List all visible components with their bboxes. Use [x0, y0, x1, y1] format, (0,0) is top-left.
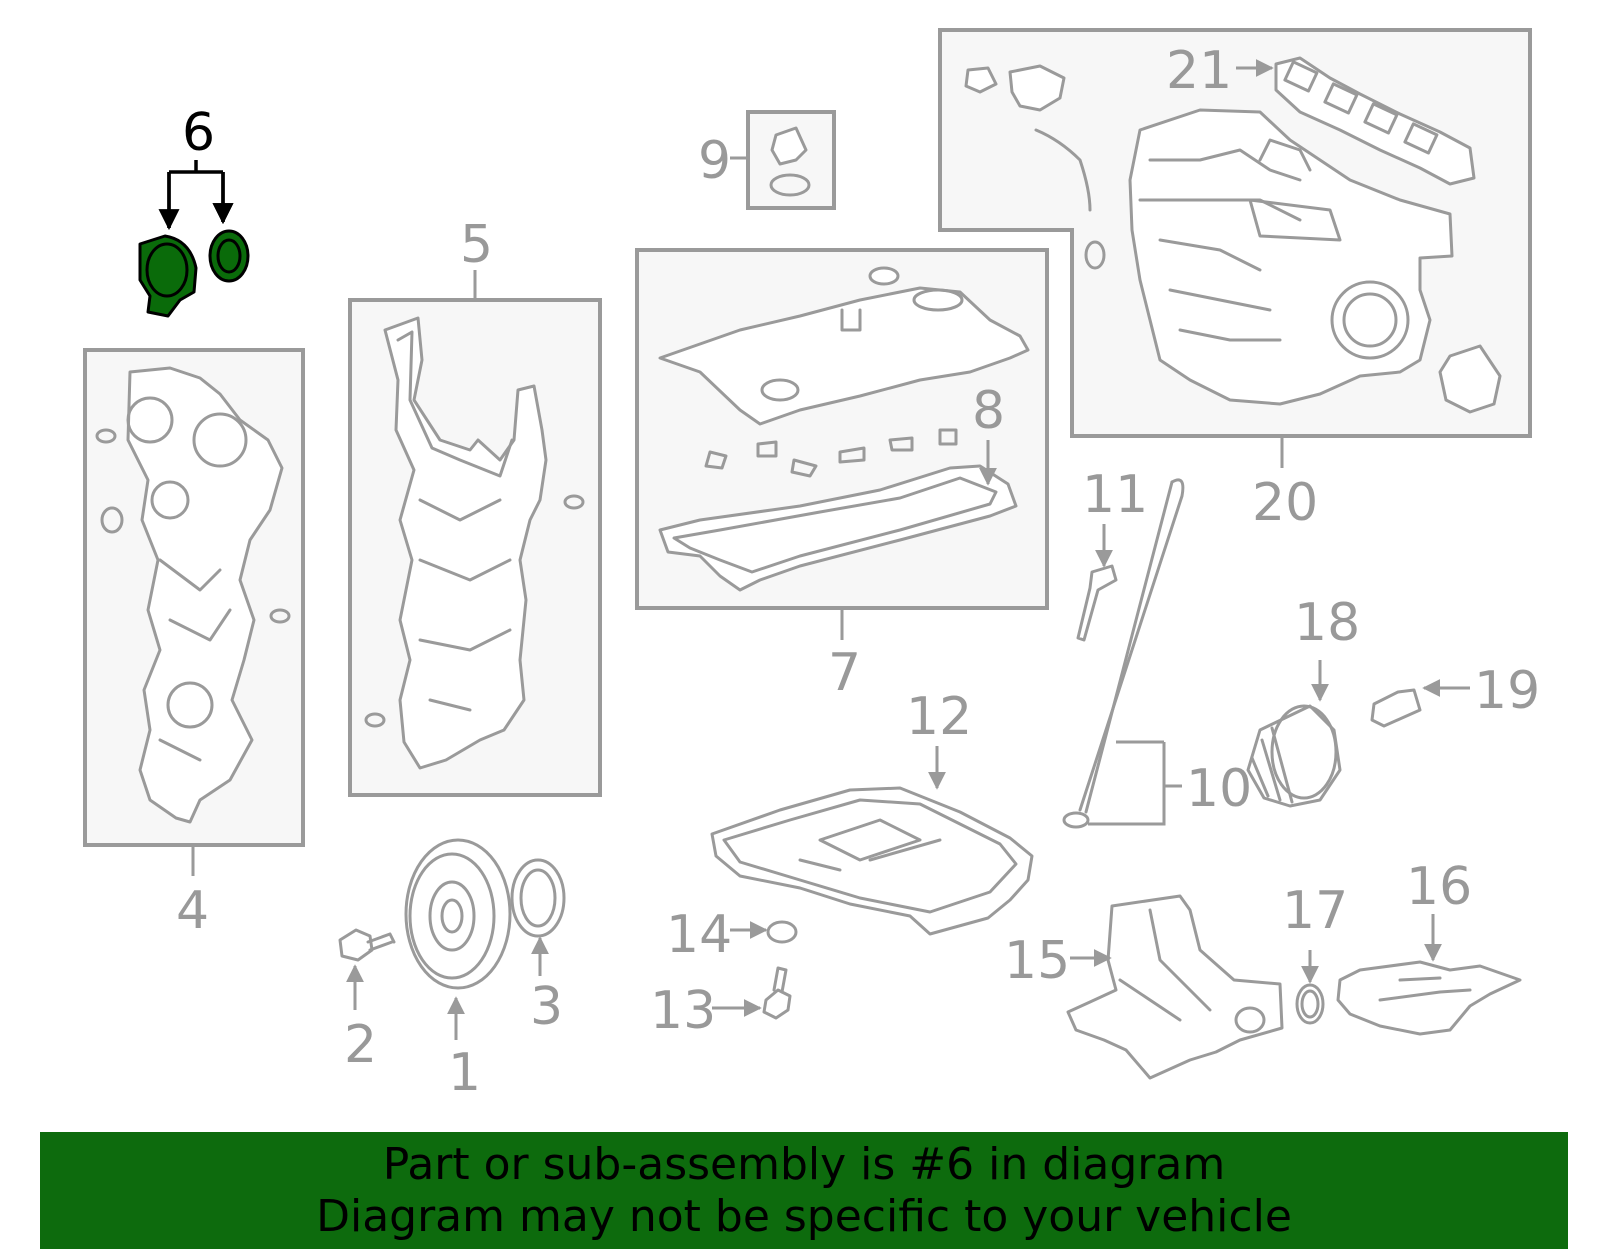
info-banner: Part or sub-assembly is #6 in diagram Di…	[40, 1132, 1568, 1249]
part-4-timing-cover-group[interactable]	[83, 348, 305, 876]
callout-5: 5	[460, 215, 493, 275]
callout-3: 3	[530, 977, 563, 1037]
part-2-bolt[interactable]	[338, 928, 396, 1010]
part-12-oil-pan[interactable]	[710, 746, 1034, 936]
part-6-seal-group[interactable]	[138, 160, 250, 318]
callout-16: 16	[1406, 857, 1472, 917]
banner-line-2: Diagram may not be specific to your vehi…	[316, 1190, 1292, 1242]
callout-14: 14	[666, 905, 732, 965]
callout-18: 18	[1294, 593, 1360, 653]
callout-13: 13	[650, 981, 716, 1041]
part-7-valve-cover-group[interactable]	[635, 248, 1049, 640]
callout-19: 19	[1474, 661, 1540, 721]
callout-20: 20	[1252, 473, 1318, 533]
part-14-washer[interactable]	[730, 920, 798, 944]
part-15-oil-pump[interactable]	[1066, 894, 1284, 1080]
callout-7: 7	[828, 643, 861, 703]
callout-11: 11	[1082, 465, 1148, 525]
callout-12: 12	[906, 687, 972, 747]
part-18-oil-filter[interactable]	[1246, 660, 1342, 808]
part-17-o-ring[interactable]	[1295, 950, 1325, 1025]
callout-9: 9	[698, 131, 731, 191]
callout-2: 2	[344, 1015, 377, 1075]
part-5-cover-gasket-group[interactable]	[348, 270, 602, 797]
callout-8: 8	[972, 381, 1005, 441]
part-19-sensor[interactable]	[1370, 679, 1470, 728]
part-3-seal[interactable]	[510, 858, 566, 976]
part-16-baffle[interactable]	[1336, 914, 1522, 1036]
callout-17: 17	[1282, 881, 1348, 941]
callout-21: 21	[1166, 41, 1232, 101]
banner-line-1: Part or sub-assembly is #6 in diagram	[382, 1138, 1226, 1190]
part-13-drain-plug[interactable]	[712, 966, 792, 1020]
part-21-gasket[interactable]	[1236, 56, 1476, 186]
part-9-oil-cap-group[interactable]	[730, 110, 836, 210]
part-1-crank-pulley[interactable]	[404, 838, 512, 1040]
callout-15: 15	[1004, 931, 1070, 991]
callout-1: 1	[448, 1043, 481, 1103]
part-10-11-dipstick-group[interactable]	[1062, 478, 1185, 829]
callout-10: 10	[1186, 759, 1252, 819]
callout-6: 6	[182, 103, 215, 163]
callout-4: 4	[176, 881, 209, 941]
